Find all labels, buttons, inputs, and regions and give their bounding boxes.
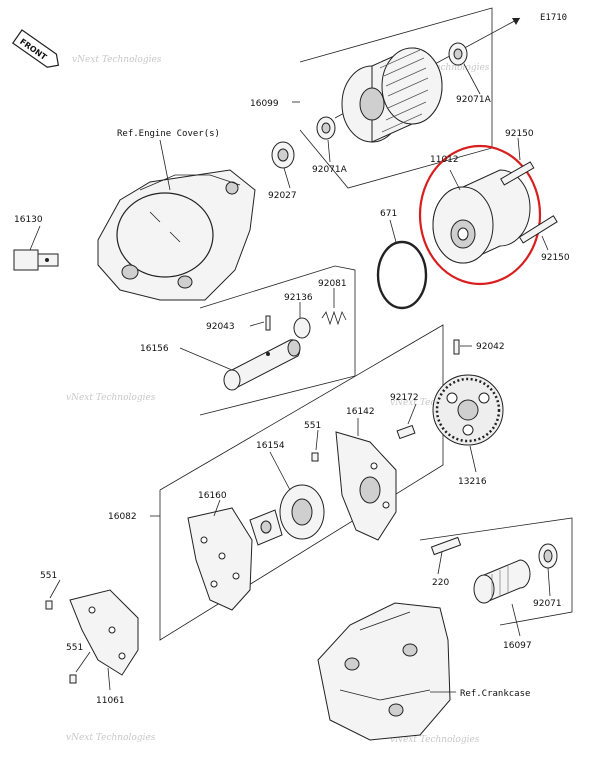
- label-16160: 16160: [198, 491, 227, 501]
- label-92071a-top: 92071A: [456, 95, 492, 105]
- label-16156: 16156: [140, 344, 169, 354]
- rotor-16154: [249, 484, 325, 546]
- label-551-left: 551: [40, 571, 57, 581]
- label-92136: 92136: [284, 293, 313, 303]
- label-671: 671: [380, 209, 397, 219]
- label-92071a-mid: 92071A: [312, 165, 348, 175]
- label-92081: 92081: [318, 279, 347, 289]
- gear-13216: [432, 374, 504, 446]
- label-551-top: 551: [304, 421, 321, 431]
- watermark: vNext Technologies: [390, 735, 480, 745]
- bolt-220: [430, 536, 462, 556]
- seal-92071a-top: [448, 42, 468, 66]
- arrow-head-icon: [512, 18, 520, 25]
- leader-lines: [29, 63, 551, 693]
- pin-551-low: [69, 674, 77, 684]
- spring-92081: [321, 310, 347, 326]
- oil-filter-element: [341, 47, 443, 143]
- strainer-16097: [473, 559, 531, 604]
- gasket-11061: [69, 589, 139, 676]
- label-16099: 16099: [250, 99, 279, 109]
- engine-cover: [97, 169, 256, 301]
- plug-16130: [13, 249, 59, 271]
- label-16142: 16142: [346, 407, 375, 417]
- label-92172: 92172: [390, 393, 419, 403]
- label-220: 220: [432, 578, 449, 588]
- label-16130: 16130: [14, 215, 43, 225]
- cover-11012: [432, 169, 531, 264]
- label-16082: 16082: [108, 512, 137, 522]
- relief-valve-group-outline: [199, 265, 356, 416]
- piston-92136: [293, 317, 311, 339]
- pin-92043: [265, 315, 271, 331]
- highlight-circle: [418, 144, 542, 286]
- bolt-92172: [396, 424, 416, 440]
- seal-92071a-mid: [316, 116, 336, 140]
- label-13216: 13216: [458, 477, 487, 487]
- label-16097: 16097: [503, 641, 532, 651]
- pump-body-16142: [335, 431, 397, 541]
- o-ring-671: [376, 240, 428, 310]
- pin-92042: [453, 339, 460, 355]
- seal-92027: [271, 141, 295, 169]
- label-92043: 92043: [206, 322, 235, 332]
- watermark: vNext Technologies: [66, 733, 156, 743]
- seal-92071: [538, 543, 558, 569]
- label-92042: 92042: [476, 342, 505, 352]
- label-551-low: 551: [66, 643, 83, 653]
- front-arrow-badge: FRONT: [11, 29, 60, 68]
- diagram-code: E1710: [540, 13, 567, 23]
- watermark: vNext Technologies: [72, 55, 162, 65]
- oil-pump-group-outline: [159, 324, 444, 641]
- label-92027: 92027: [268, 191, 297, 201]
- label-92150-bottom: 92150: [541, 253, 570, 263]
- pin-551-left: [45, 600, 53, 610]
- strainer-group-outline: [419, 517, 573, 626]
- plate-16160: [187, 507, 253, 611]
- label-16154: 16154: [256, 441, 285, 451]
- bolt-92150-bottom: [518, 215, 558, 244]
- label-92150-top: 92150: [505, 129, 534, 139]
- label-11061: 11061: [96, 696, 125, 706]
- label-11012: 11012: [430, 155, 459, 165]
- watermark: vNext Technologies: [400, 63, 490, 73]
- label-ref-engine-cover: Ref.Engine Cover(s): [117, 129, 220, 139]
- label-92071: 92071: [533, 599, 562, 609]
- part-labels: 16099 92071A Ref.Engine Cover(s) 92071A …: [14, 95, 570, 706]
- label-ref-crankcase: Ref.Crankcase: [460, 689, 530, 699]
- crankcase: [317, 602, 451, 741]
- bolt-92150-top: [500, 161, 535, 186]
- relief-valve-pipe-16156: [223, 339, 301, 391]
- watermark: vNext Technologies: [66, 393, 156, 403]
- pin-551-top: [311, 452, 319, 462]
